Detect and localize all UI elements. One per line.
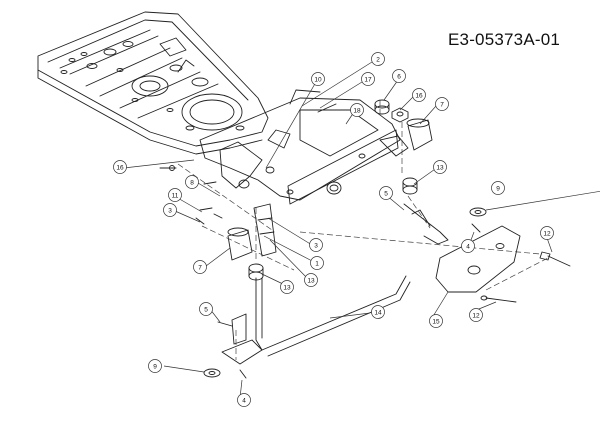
svg-text:4: 4 <box>466 244 470 251</box>
callout-9-right: 9 <box>491 181 505 195</box>
svg-text:18: 18 <box>353 108 361 115</box>
callout-7-top: 7 <box>435 97 449 111</box>
alignment-lines <box>177 100 549 360</box>
callout-group: 2 10 17 6 16 18 7 16 8 11 3 7 3 1 13 13 … <box>113 52 554 407</box>
sleeve-7-lower <box>227 227 253 261</box>
callout-10: 10 <box>311 72 325 86</box>
bolt-12-right <box>539 251 571 267</box>
chassis-frame <box>37 11 269 155</box>
svg-text:13: 13 <box>436 165 444 172</box>
steering-shaft <box>253 203 277 257</box>
document-code: E3-05373A-01 <box>448 30 561 49</box>
callout-4-left: 4 <box>237 393 251 407</box>
callout-14: 14 <box>371 305 385 319</box>
callout-5-right: 5 <box>379 186 393 200</box>
svg-text:13: 13 <box>283 285 291 292</box>
svg-text:5: 5 <box>384 191 388 198</box>
callout-8: 8 <box>185 175 199 189</box>
svg-text:3: 3 <box>168 208 172 215</box>
svg-text:14: 14 <box>374 310 382 317</box>
callout-2: 2 <box>371 52 385 66</box>
callout-13-mid: 13 <box>304 273 318 287</box>
callout-18: 18 <box>350 103 364 117</box>
sleeve-7-upper <box>406 118 433 151</box>
spindle-left <box>221 277 263 365</box>
callout-13-left: 13 <box>280 280 294 294</box>
svg-text:16: 16 <box>415 93 423 100</box>
svg-text:3: 3 <box>314 243 318 250</box>
svg-text:9: 9 <box>153 364 157 371</box>
svg-text:7: 7 <box>198 265 202 272</box>
front-bracket <box>199 89 409 205</box>
svg-text:5: 5 <box>204 307 208 314</box>
svg-text:2: 2 <box>376 57 380 64</box>
callout-1: 1 <box>310 256 324 270</box>
nut-19 <box>391 107 409 123</box>
svg-text:12: 12 <box>472 313 480 320</box>
callout-16-left: 16 <box>113 160 127 174</box>
callout-7-left: 7 <box>193 260 207 274</box>
svg-text:13: 13 <box>307 278 315 285</box>
callout-3-left: 3 <box>163 203 177 217</box>
bushing-13-right <box>402 177 418 195</box>
svg-text:10: 10 <box>314 77 322 84</box>
callout-13-right: 13 <box>433 160 447 174</box>
callout-11: 11 <box>168 188 182 202</box>
callout-15: 15 <box>429 314 443 328</box>
svg-text:7: 7 <box>440 102 444 109</box>
pin-4 <box>239 223 481 379</box>
svg-text:17: 17 <box>364 77 372 84</box>
svg-text:9: 9 <box>496 186 500 193</box>
leader-lines <box>123 61 600 399</box>
spindle-right <box>403 203 449 245</box>
callout-16-top: 16 <box>412 88 426 102</box>
svg-text:6: 6 <box>397 74 401 81</box>
svg-text:16: 16 <box>116 165 124 172</box>
bolt-12-lower <box>480 295 517 303</box>
callout-4-right: 4 <box>461 239 475 253</box>
callout-17: 17 <box>361 72 375 86</box>
svg-text:4: 4 <box>242 398 246 405</box>
axle-plate-15 <box>435 225 521 293</box>
washer-9-left <box>203 368 221 378</box>
svg-text:11: 11 <box>172 193 179 200</box>
tie-rod-14 <box>261 275 411 357</box>
callout-5-left: 5 <box>199 302 213 316</box>
callout-9-left: 9 <box>148 359 162 373</box>
bushing-6 <box>374 99 390 115</box>
svg-text:12: 12 <box>543 231 551 238</box>
washer-9-right <box>469 207 487 217</box>
small-hardware-left <box>159 165 233 327</box>
callout-12-lower: 12 <box>469 308 483 322</box>
svg-text:8: 8 <box>190 180 194 187</box>
svg-text:15: 15 <box>432 319 440 326</box>
callout-12-right: 12 <box>540 226 554 240</box>
callout-3-right: 3 <box>309 238 323 252</box>
svg-text:1: 1 <box>315 261 319 268</box>
callout-6: 6 <box>392 69 406 83</box>
